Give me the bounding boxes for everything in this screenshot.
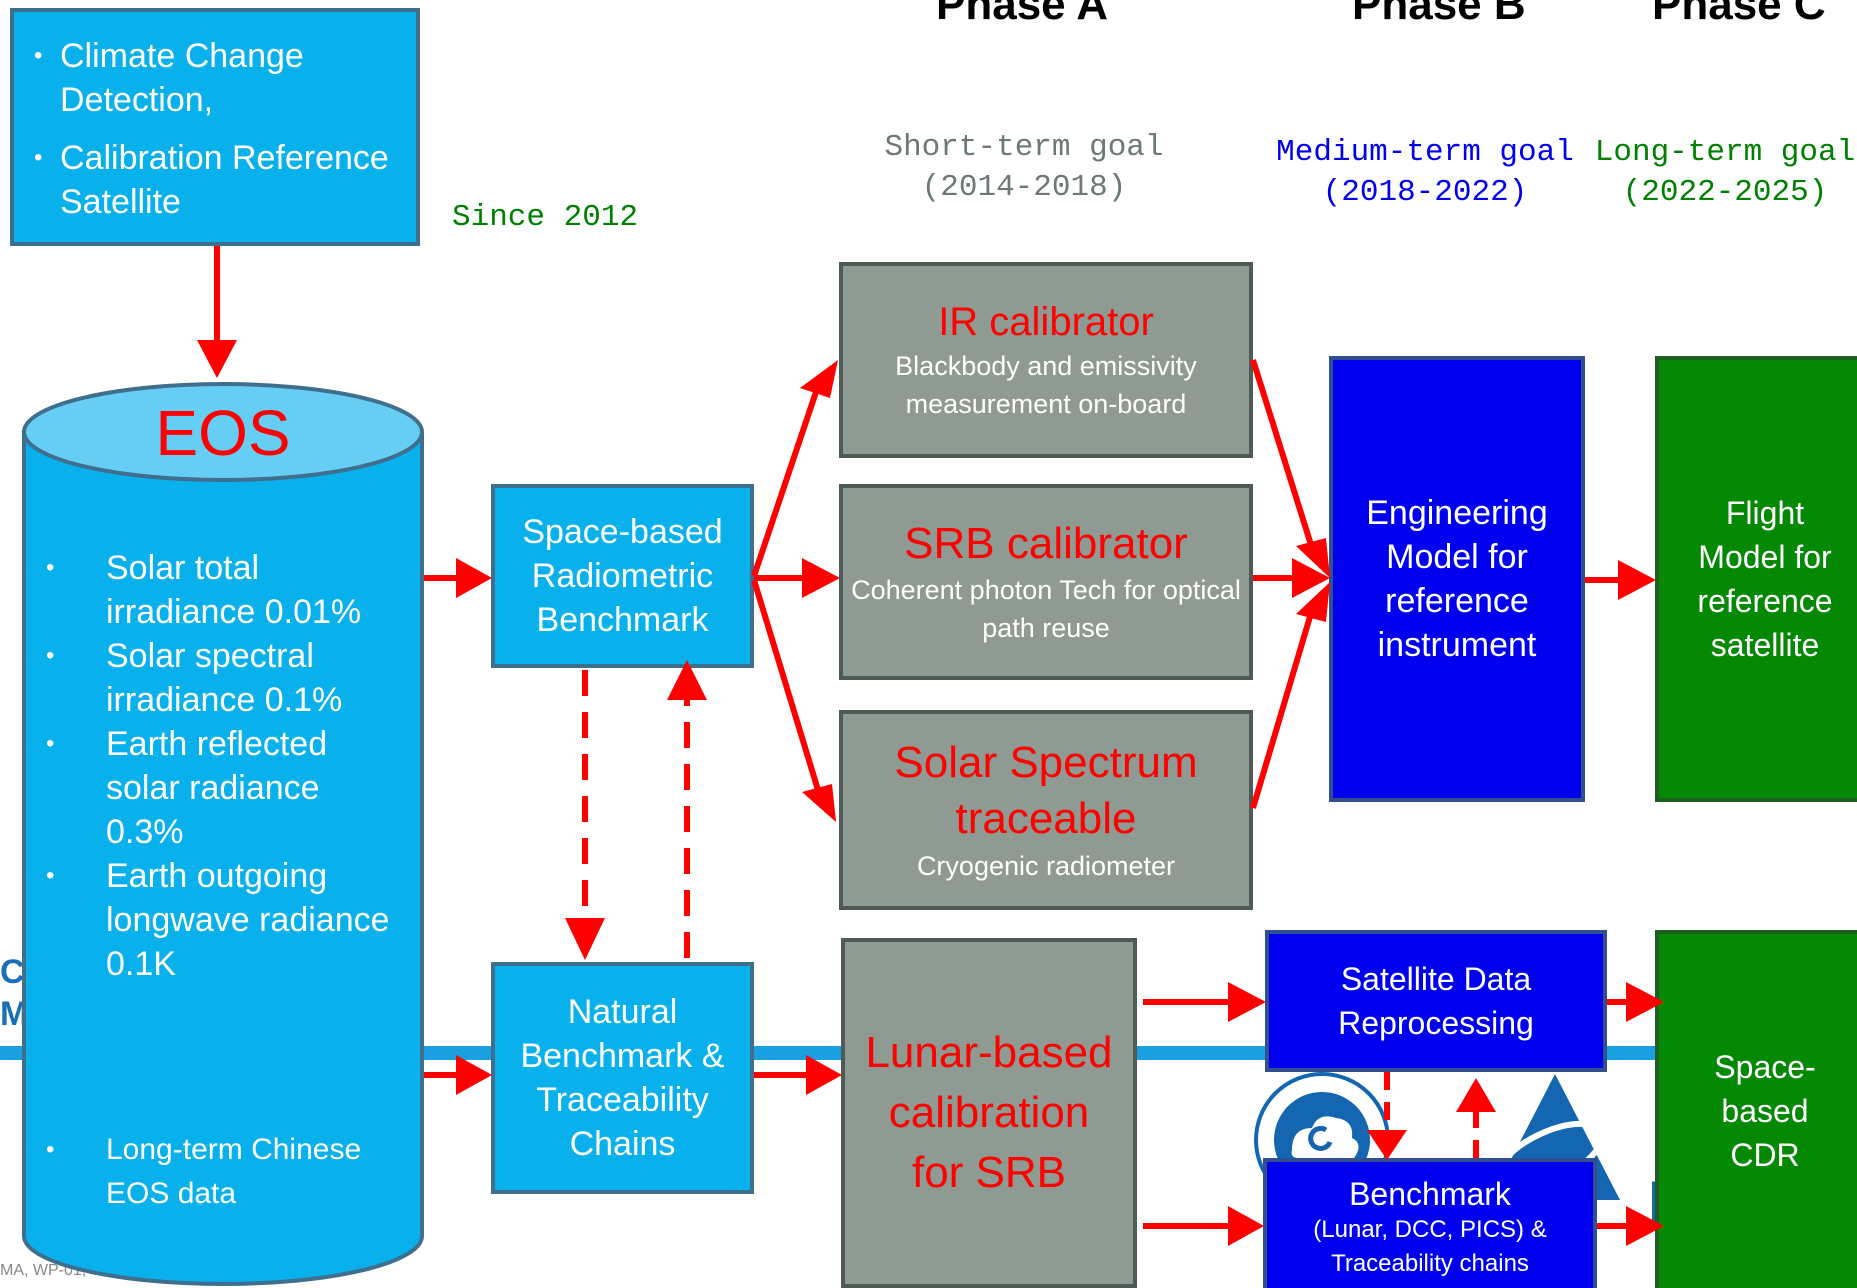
head-eos-to-natural xyxy=(456,1055,492,1095)
head-benchmark-to-cdr xyxy=(1626,1206,1664,1246)
since-label: Since 2012 xyxy=(452,200,639,235)
head-benchmark-to-reprocessing xyxy=(1456,1078,1496,1112)
head-ir-to-engineering xyxy=(1296,538,1330,578)
srb-calibrator-sub: Coherent photon Tech for optical path re… xyxy=(851,575,1241,643)
arrow-ir-to-engineering xyxy=(1250,359,1315,549)
eos-title: EOS xyxy=(155,397,291,469)
head-top-to-eos xyxy=(197,340,237,378)
long-term-goal-years: (2022-2025) xyxy=(1622,175,1828,210)
climate-reference-box: Climate Change Detection, Calibration Re… xyxy=(10,8,420,246)
head-space-to-solar xyxy=(802,784,836,822)
srb-calibrator-title: SRB calibrator xyxy=(904,519,1188,568)
benchmark-sub: (Lunar, DCC, PICS) & Traceability chains xyxy=(1313,1216,1547,1277)
lunar-calibration-label: Lunar-based calibration for SRB xyxy=(865,1028,1113,1197)
head-eos-to-space xyxy=(456,558,492,598)
top-item-1: Climate Change Detection, xyxy=(14,34,416,122)
head-reprocessing-to-cdr xyxy=(1626,982,1664,1022)
cdr-label: Space-based CDR xyxy=(1714,1049,1816,1173)
phase-a-label: Phase A xyxy=(936,0,1109,29)
arrow-solar-to-engineering xyxy=(1250,609,1315,809)
space-benchmark-box: Space-based Radiometric Benchmark xyxy=(491,484,754,668)
long-term-goal: Long-term goal (2022-2025) xyxy=(1580,133,1857,213)
eos-item-2: Solar spectral irradiance 0.1% xyxy=(26,634,406,722)
phase-c-label: Phase C xyxy=(1652,0,1826,29)
short-term-goal-years: (2014-2018) xyxy=(921,170,1127,205)
medium-term-goal: Medium-term goal (2018-2022) xyxy=(1265,133,1585,213)
eos-item-4: Earth outgoing longwave radiance 0.1K xyxy=(26,854,406,986)
eos-item-3: Earth reflected solar radiance 0.3% xyxy=(26,722,406,854)
benchmark-title: Benchmark xyxy=(1349,1176,1511,1212)
eos-list: Solar total irradiance 0.01% Solar spect… xyxy=(26,546,406,986)
engineering-model-box: Engineering Model for reference instrume… xyxy=(1329,356,1585,802)
head-natural-to-lunar xyxy=(806,1055,842,1095)
lunar-calibration-box: Lunar-based calibration for SRB xyxy=(841,938,1137,1288)
head-space-to-srb xyxy=(802,558,840,598)
eos-bottom-item: Long-term Chinese EOS data xyxy=(26,1128,406,1216)
head-lunar-to-benchmark xyxy=(1228,1206,1264,1246)
natural-benchmark-box: Natural Benchmark & Traceability Chains xyxy=(491,962,754,1194)
head-srb-to-engineering xyxy=(1292,558,1330,598)
head-lunar-to-reprocessing xyxy=(1228,982,1266,1022)
arrow-space-to-ir xyxy=(751,391,819,577)
arrow-space-to-solar xyxy=(751,579,821,791)
solar-spectrum-title: Solar Spectrum traceable xyxy=(894,738,1198,843)
short-term-goal: Short-term goal (2014-2018) xyxy=(864,128,1184,208)
medium-term-goal-years: (2018-2022) xyxy=(1322,175,1528,210)
medium-term-goal-label: Medium-term goal xyxy=(1276,135,1574,170)
reprocessing-box: Satellite Data Reprocessing xyxy=(1265,930,1607,1072)
head-reprocessing-to-benchmark xyxy=(1367,1130,1407,1160)
eos-item-1: Solar total irradiance 0.01% xyxy=(26,546,406,634)
ir-calibrator-title: IR calibrator xyxy=(938,300,1154,344)
long-term-goal-label: Long-term goal xyxy=(1594,135,1856,170)
solar-spectrum-box: Solar Spectrum traceable Cryogenic radio… xyxy=(839,710,1253,910)
top-item-2: Calibration Reference Satellite xyxy=(14,136,416,224)
space-benchmark-label: Space-based Radiometric Benchmark xyxy=(522,513,723,639)
srb-calibrator-box: SRB calibrator Coherent photon Tech for … xyxy=(839,484,1253,680)
flight-model-label: Flight Model for reference satellite xyxy=(1697,495,1833,663)
natural-benchmark-label: Natural Benchmark & Traceability Chains xyxy=(520,993,725,1163)
head-space-to-ir xyxy=(800,360,838,398)
head-engineering-to-flight xyxy=(1618,560,1656,600)
phase-b-label: Phase B xyxy=(1352,0,1526,29)
ir-calibrator-sub: Blackbody and emissivity measurement on-… xyxy=(895,351,1197,419)
ir-calibrator-box: IR calibrator Blackbody and emissivity m… xyxy=(839,262,1253,458)
solar-spectrum-sub: Cryogenic radiometer xyxy=(916,851,1176,881)
eos-bottom-list: Long-term Chinese EOS data xyxy=(26,1128,406,1216)
benchmark-box: Benchmark (Lunar, DCC, PICS) & Traceabil… xyxy=(1263,1158,1597,1288)
cdr-box: Space-based CDR xyxy=(1655,930,1857,1288)
reprocessing-label: Satellite Data Reprocessing xyxy=(1338,961,1534,1041)
head-dashed-up xyxy=(667,660,707,700)
engineering-model-label: Engineering Model for reference instrume… xyxy=(1366,494,1548,664)
head-dashed-down xyxy=(565,918,605,960)
flight-model-box: Flight Model for reference satellite xyxy=(1655,356,1857,802)
head-solar-to-engineering xyxy=(1296,582,1330,622)
short-term-goal-label: Short-term goal xyxy=(884,130,1164,165)
